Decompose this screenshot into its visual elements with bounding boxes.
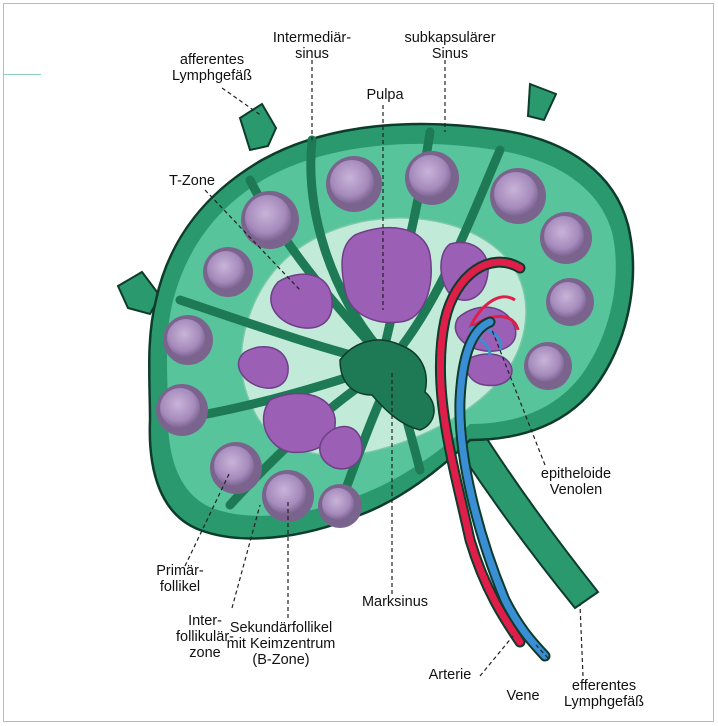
label-subcapsular-sinus: subkapsulärer Sinus (390, 30, 510, 62)
label-primary-follicle: Primär- follikel (130, 563, 230, 595)
label-medullary-sinus: Marksinus (345, 594, 445, 610)
follicle-8 (203, 247, 253, 297)
label-artery: Arterie (410, 667, 490, 683)
follicle-11 (210, 442, 262, 494)
follicle-13 (318, 484, 362, 528)
label-intermediate-sinus: Intermediär- sinus (252, 30, 372, 62)
follicle-5 (540, 212, 592, 264)
follicle-12 (262, 470, 314, 522)
follicle-10 (156, 384, 208, 436)
afferent-vessel-top (240, 104, 276, 150)
label-t-zone: T-Zone (152, 173, 232, 189)
follicle-1 (241, 191, 299, 249)
follicle-9 (163, 315, 213, 365)
follicle-7 (524, 342, 572, 390)
afferent-vessel-right (528, 84, 556, 120)
follicle-4 (490, 168, 546, 224)
follicle-3 (405, 151, 459, 205)
label-efferent-lymph-vessel: efferentes Lymphgefäß (534, 678, 674, 710)
follicle-2 (326, 156, 382, 212)
label-epithelioid-venules: epitheloide Venolen (516, 466, 636, 498)
label-secondary-follicle: Sekundärfollikel mit Keimzentrum (B-Zone… (206, 620, 356, 668)
follicle-6 (546, 278, 594, 326)
label-pulpa: Pulpa (350, 87, 420, 103)
